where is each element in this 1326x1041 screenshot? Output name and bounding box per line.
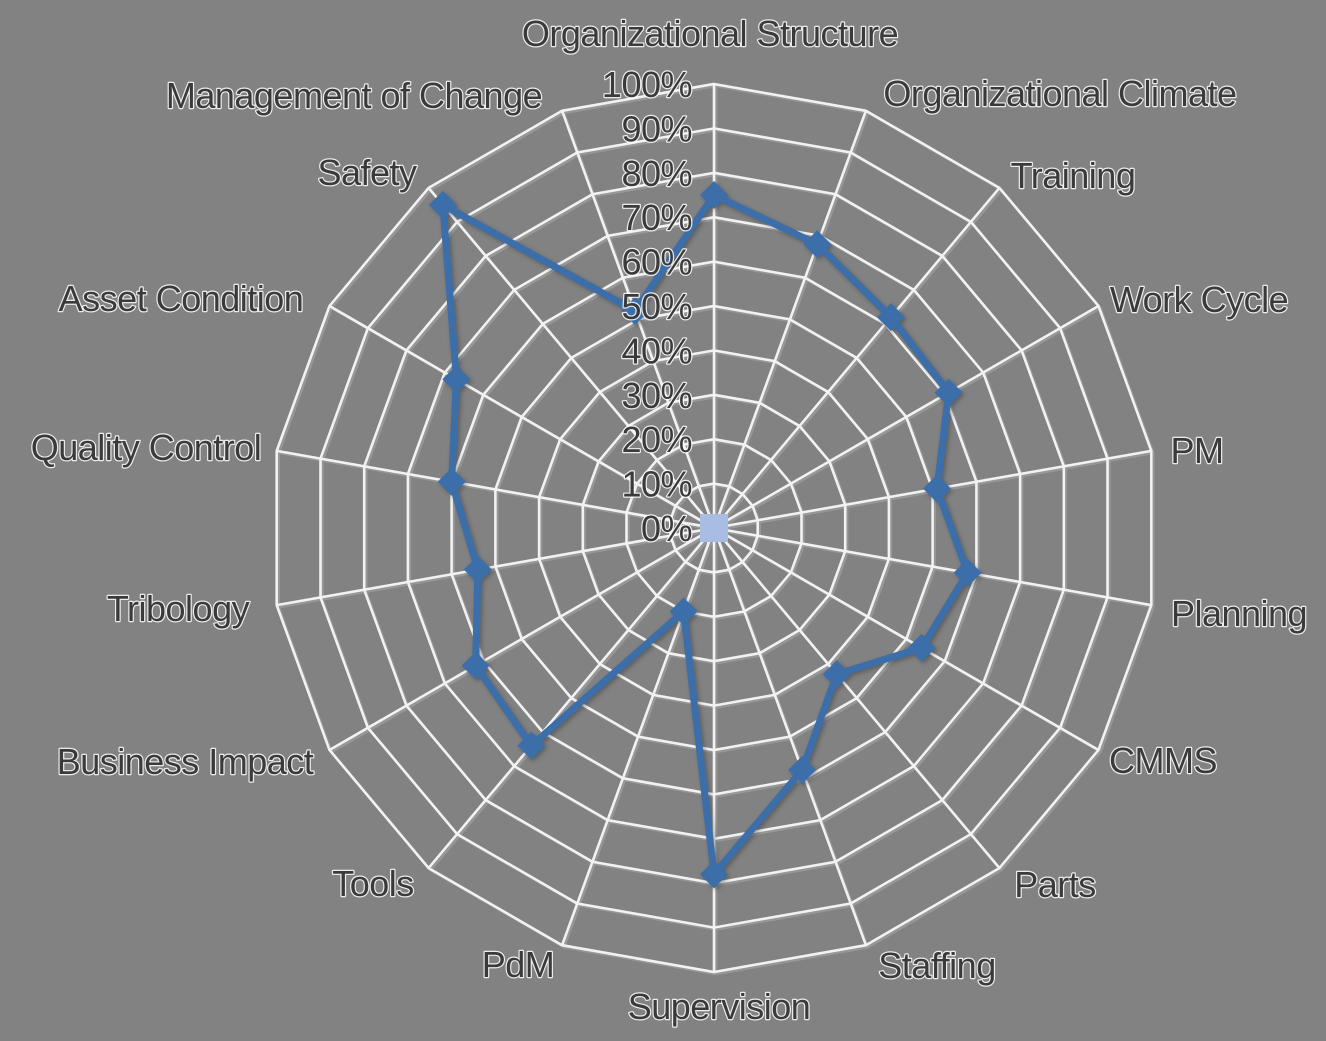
spoke-parts [713,527,1001,869]
data-point-staffing [788,755,817,784]
data-point-pdm [669,597,698,626]
tick-label-90: 90% [621,108,692,149]
category-label-pdm: PdM [482,944,555,985]
spoke-safety [427,187,715,529]
category-label-quality-control: Quality Control [31,427,262,468]
tick-label-80: 80% [621,153,692,194]
category-label-tribology: Tribology [107,588,250,629]
category-label-tools: Tools [332,863,414,904]
data-point-tools [517,731,546,760]
category-label-asset-condition: Asset Condition [59,278,304,319]
tick-label-70: 70% [621,197,692,238]
tick-label-100: 100% [602,64,692,105]
tick-label-10: 10% [621,464,692,505]
category-label-business-impact: Business Impact [57,741,314,782]
category-label-organizational-structure: Organizational Structure [522,13,898,54]
spoke-cmms [713,526,1100,752]
tick-label-0: 0% [641,508,692,549]
data-point-planning [953,558,982,587]
data-point-parts [822,660,851,689]
tick-label-50: 50% [621,286,692,327]
data-point-organizational-structure [700,181,728,209]
data-point-training [876,303,905,332]
data-point-cmms [907,633,936,662]
category-label-cmms: CMMS [1109,740,1217,781]
spoke-training [713,187,1001,529]
spoke-pdm [560,527,716,946]
data-point-supervision [700,860,728,889]
category-label-supervision: Supervision [628,986,811,1027]
data-point-business-impact [461,651,490,680]
spoke-business-impact [328,526,715,752]
spoke-planning [713,526,1152,607]
spoke-organizational-climate [712,110,868,529]
data-point-tribology [463,555,492,584]
tick-label-20: 20% [621,419,692,460]
spoke-staffing [712,527,868,946]
category-label-planning: Planning [1171,593,1307,634]
spoke-tools [427,527,715,869]
data-point-quality-control [437,467,466,496]
data-series [428,181,982,889]
category-label-staffing: Staffing [878,945,995,986]
category-label-training: Training [1011,155,1136,196]
center-marker [700,514,728,542]
category-label-pm: PM [1171,430,1224,471]
category-label-management-of-change: Management of Change [166,75,542,116]
tick-label-40: 40% [621,330,692,371]
spoke-quality-control [276,449,715,530]
data-point-pm [922,474,951,503]
tick-label-30: 30% [621,375,692,416]
data-point-asset-condition [442,365,471,394]
tick-label-60: 60% [621,242,692,283]
data-point-work-cycle [934,378,963,407]
data-point-management-of-change [621,297,650,326]
category-label-parts: Parts [1014,864,1096,905]
data-point-organizational-climate [803,230,832,259]
spoke-tribology [276,526,715,607]
category-label-organizational-climate: Organizational Climate [883,73,1236,114]
data-point-safety [428,190,457,219]
spoke-asset-condition [328,304,715,530]
axis-tick-labels: 0%10%20%30%40%50%60%70%80%90%100% [601,63,694,550]
category-label-work-cycle: Work Cycle [1110,279,1288,320]
spoke-work-cycle [713,304,1100,530]
category-label-safety: Safety [317,152,417,193]
